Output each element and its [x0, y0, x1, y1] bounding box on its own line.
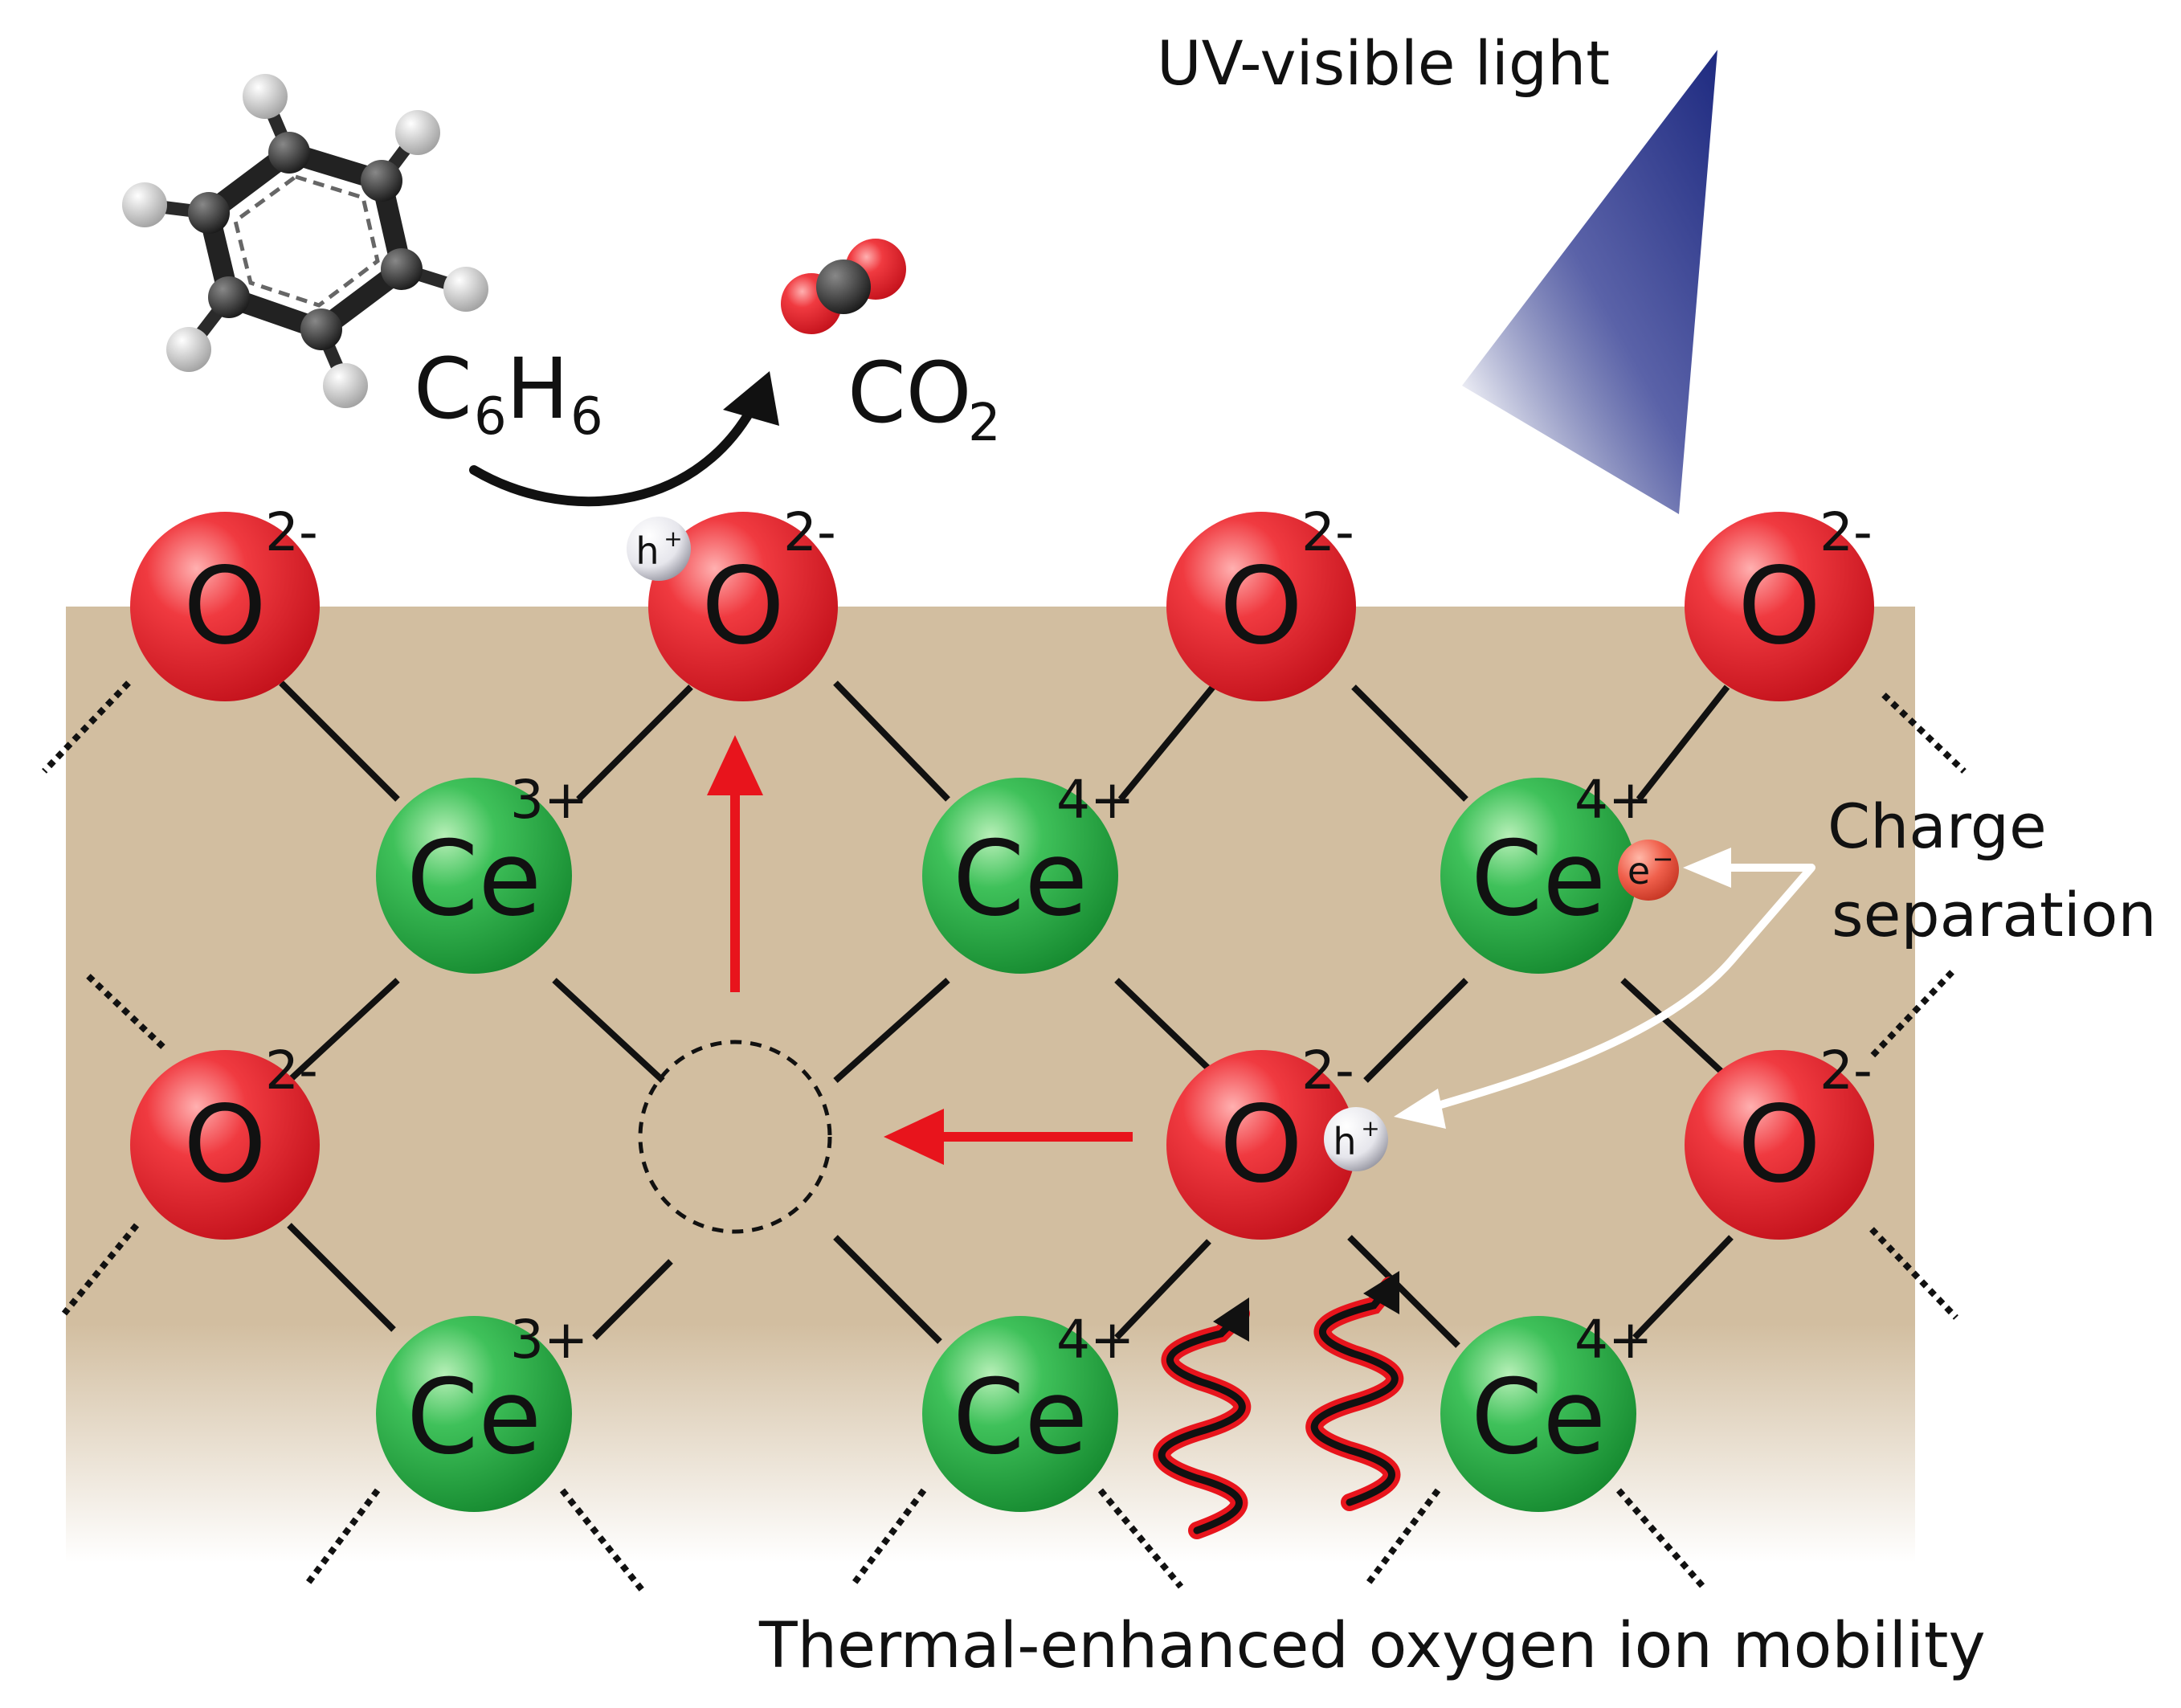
oxygen-atom: O 2-: [1166, 1040, 1356, 1240]
cerium-charge: 3+: [510, 1309, 588, 1371]
cerium-symbol: Ce: [953, 1358, 1088, 1477]
benzene-molecule: [122, 74, 488, 408]
lattice-edge-bonds: [42, 680, 1967, 1593]
oxygen-atom: O 2-: [1685, 501, 1874, 701]
thermal-mobility-label: Thermal-enhanced oxygen ion mobility: [758, 1610, 1986, 1682]
uv-light-beam: [1462, 50, 1717, 514]
benzene-h: H: [506, 340, 569, 438]
oxygen-symbol: O: [1219, 1083, 1303, 1207]
cerium-atom: Ce 4+: [1440, 1309, 1652, 1512]
charge-separation-line2: separation: [1832, 879, 2157, 950]
oxygen-symbol: O: [183, 545, 267, 668]
oxygen-symbol: O: [1219, 545, 1303, 668]
thermal-arrows: [1153, 1271, 1404, 1539]
oxygen-atom: O 2-: [130, 1040, 320, 1240]
oxygen-charge: 2-: [1820, 501, 1873, 563]
oxygen-charge: 2-: [1820, 1040, 1873, 1101]
cerium-symbol: Ce: [406, 819, 541, 939]
cerium-symbol: Ce: [953, 819, 1088, 939]
hole-surface: h +: [627, 517, 691, 581]
co2-sub: 2: [968, 394, 1001, 453]
oxygen-symbol: O: [1738, 1083, 1821, 1207]
benzene-c: C: [414, 340, 472, 438]
benzene-sub2: 6: [570, 387, 603, 447]
cerium-atom: Ce 4+: [1440, 769, 1652, 974]
cerium-atom: Ce 3+: [376, 769, 588, 974]
reaction-arrow: [469, 371, 779, 507]
cerium-symbol: Ce: [1471, 1358, 1606, 1477]
cerium-atom: Ce 4+: [922, 769, 1134, 974]
electron-symbol: e: [1628, 849, 1650, 893]
co2-formula: CO 2: [847, 344, 1001, 453]
uv-light-label: UV-visible light: [1157, 27, 1610, 99]
oxygen-atom: O 2-: [1166, 501, 1356, 701]
charge-separation-arrow: [1394, 848, 1815, 1129]
cerium-symbol: Ce: [1471, 819, 1606, 939]
hole-symbol: h: [635, 529, 659, 573]
charge-separation-line1: Charge: [1828, 791, 2047, 862]
oxygen-atom: O 2-: [648, 501, 838, 701]
hole-lattice: h +: [1324, 1107, 1388, 1171]
oxygen-charge: 2-: [783, 501, 836, 563]
oxygen-migration-arrows: [707, 735, 1133, 1165]
electron-sup: −: [1652, 844, 1674, 874]
co2-molecule: [781, 239, 906, 334]
hole-sup: +: [1361, 1115, 1379, 1142]
oxygen-symbol: O: [183, 1083, 267, 1207]
cerium-symbol: Ce: [406, 1358, 541, 1477]
cerium-charge: 3+: [510, 769, 588, 831]
cerium-atom: Ce 4+: [922, 1309, 1134, 1512]
benzene-formula: C 6 H 6: [414, 340, 603, 447]
hole-symbol: h: [1333, 1120, 1356, 1163]
hole-sup: +: [664, 525, 682, 552]
oxygen-charge: 2-: [265, 501, 318, 563]
oxygen-symbol: O: [701, 545, 785, 668]
oxygen-charge: 2-: [1301, 1040, 1354, 1101]
oxygen-charge: 2-: [1301, 501, 1354, 563]
co2-text: CO: [847, 344, 971, 442]
cerium-atom: Ce 3+: [376, 1309, 588, 1512]
cerium-atoms: Ce 3+ Ce 4+ Ce 4+ Ce 3+ Ce 4+ Ce 4+: [376, 769, 1652, 1512]
oxygen-atom: O 2-: [1685, 1040, 1874, 1240]
oxygen-charge: 2-: [265, 1040, 318, 1101]
cerium-charge: 4+: [1574, 769, 1652, 831]
benzene-sub1: 6: [474, 387, 507, 447]
oxygen-atoms: O 2- O 2- O 2- O 2- O 2- O 2-: [130, 501, 1874, 1240]
cerium-charge: 4+: [1056, 1309, 1134, 1371]
cerium-charge: 4+: [1056, 769, 1134, 831]
arrow-up-head: [707, 735, 763, 795]
lattice-bonds: [279, 680, 1734, 1348]
oxygen-vacancy: [638, 1040, 832, 1234]
arrow-left-head: [884, 1109, 944, 1165]
oxygen-atom: O 2-: [130, 501, 320, 701]
electron: e −: [1618, 840, 1679, 901]
oxygen-symbol: O: [1738, 545, 1821, 668]
cerium-charge: 4+: [1574, 1309, 1652, 1371]
